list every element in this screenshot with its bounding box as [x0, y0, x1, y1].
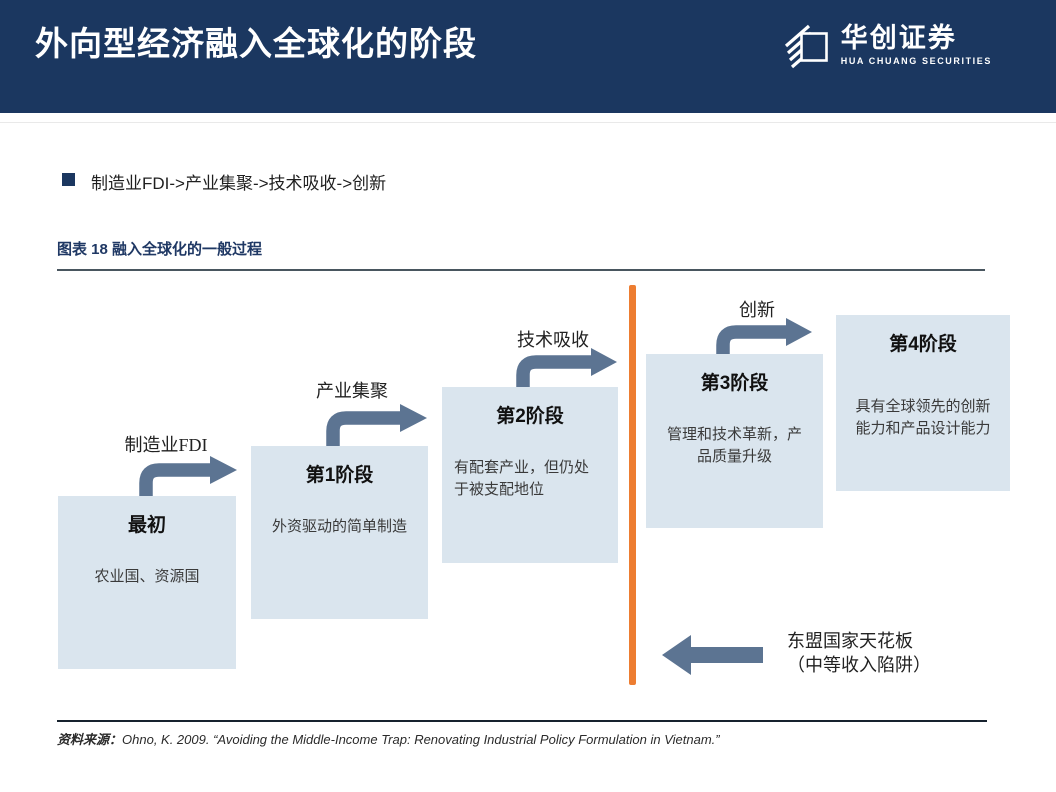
stage-box-4: 第4阶段 具有全球领先的创新 能力和产品设计能力 [836, 315, 1010, 491]
elbow-arrow-2 [326, 411, 402, 449]
stage-body: 外资驱动的简单制造 [271, 518, 407, 535]
stage-body: 农业国、资源国 [94, 568, 200, 585]
stage-title: 最初 [127, 515, 166, 536]
brand-name-cn: 华创证券 [840, 22, 957, 53]
stage-body: 管理和技术革新，产 品质量升级 [666, 426, 802, 465]
elbow-arrow-4 [716, 325, 788, 356]
stage-box-initial: 最初 农业国、资源国 [58, 496, 236, 669]
stage-body: 具有全球领先的创新 能力和产品设计能力 [855, 398, 991, 437]
source-label: 资料来源： [57, 732, 123, 747]
source-text: Ohno, K. 2009. “Avoiding the Middle-Inco… [122, 732, 720, 747]
figure-caption: 图表 18 融入全球化的一般过程 [57, 241, 263, 258]
stage-box-1: 第1阶段 外资驱动的简单制造 [251, 446, 428, 619]
header-bar: 外向型经济融入全球化的阶段 华创证券 HUA CHUANG SECURITIES [0, 0, 1056, 113]
stage-title: 第3阶段 [700, 373, 769, 394]
ceiling-arrow-icon [662, 635, 763, 675]
stage-title: 第1阶段 [305, 465, 374, 486]
source-note: 资料来源：Ohno, K. 2009. “Avoiding the Middle… [57, 729, 720, 748]
bullet-text: 制造业FDI->产业集聚->技术吸收->创新 [91, 174, 387, 193]
flow-arrows [139, 285, 812, 685]
stage-title: 第4阶段 [889, 334, 957, 355]
cube-logo-icon [784, 24, 828, 69]
ceiling-note: 东盟国家天花板 （中等收入陷阱） [787, 631, 931, 675]
header-underline [0, 122, 1056, 123]
arrow-head-3 [591, 348, 617, 376]
stage-title: 第2阶段 [496, 406, 564, 427]
arrow-head-2 [400, 404, 427, 432]
stage-box-3: 第3阶段 管理和技术革新，产 品质量升级 [646, 354, 823, 528]
elbow-arrow-3 [516, 355, 593, 388]
bullet-square-icon [62, 173, 75, 186]
brand-name-en: HUA CHUANG SECURITIES [840, 56, 992, 67]
bullet-row: 制造业FDI->产业集聚->技术吸收->创新 [62, 169, 386, 194]
brand-logo: 华创证券 HUA CHUANG SECURITIES [784, 19, 992, 71]
arrow-label-technology: 技术吸收 [517, 330, 589, 350]
arrow-label-cluster: 产业集聚 [316, 381, 388, 401]
brand-text: 华创证券 HUA CHUANG SECURITIES [840, 22, 992, 67]
footer-rule [57, 720, 987, 722]
arrow-label-fdi: 制造业FDI [124, 435, 208, 455]
arrow-label-innovation: 创新 [739, 300, 775, 320]
caption-rule [57, 269, 985, 271]
arrow-head-1 [210, 456, 237, 484]
stage-diagram: 最初 农业国、资源国 第1阶段 外资驱动的简单制造 第2阶段 有配套产业，但仍处… [0, 280, 1056, 712]
elbow-arrow-1 [139, 463, 213, 497]
arrow-head-4 [786, 318, 812, 346]
ceiling-line [629, 285, 636, 685]
page-title: 外向型经济融入全球化的阶段 [35, 25, 477, 62]
stage-body: 有配套产业，但仍处 于被支配地位 [454, 459, 590, 498]
stage-box-2: 第2阶段 有配套产业，但仍处 于被支配地位 [442, 387, 618, 563]
